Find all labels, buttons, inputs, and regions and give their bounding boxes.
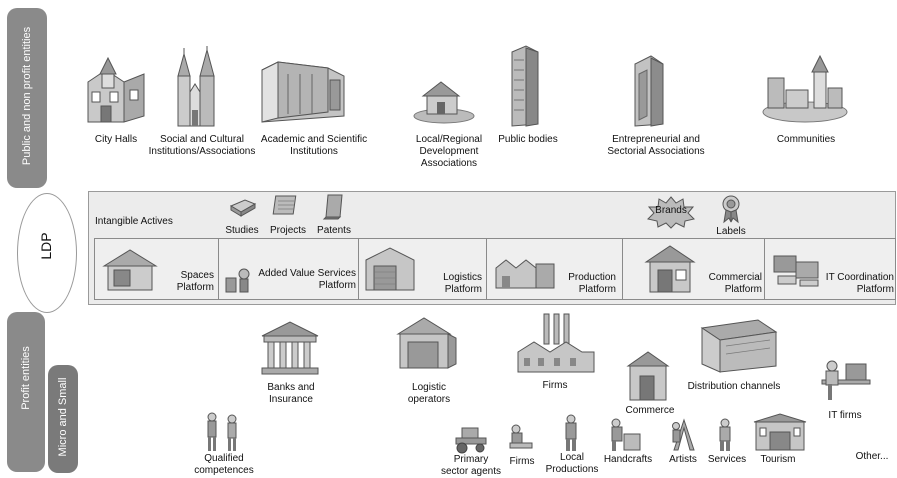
- computers-icon: [773, 255, 819, 287]
- office-tower-icon: [634, 55, 664, 127]
- ldp-oval: [17, 193, 77, 313]
- tractor-icon: [455, 427, 487, 454]
- projects-icon: [272, 195, 297, 215]
- labels-rosette-icon: [722, 195, 740, 224]
- industry-icon: [517, 313, 595, 373]
- platform-label-spaces: Spaces Platform: [176, 270, 214, 293]
- profit-label-commerce: Commerce: [625, 405, 675, 416]
- worker-icon: [509, 424, 533, 449]
- micro-label-local: Local Productions: [545, 452, 599, 475]
- profit-label-banks: Banks and Insurance: [267, 382, 315, 405]
- academic-building-icon: [261, 61, 345, 123]
- city-hall-icon: [87, 56, 145, 123]
- distribution-icon: [700, 319, 778, 373]
- micro-small-side-text: Micro and Small: [57, 377, 69, 457]
- house-icon: [413, 81, 475, 124]
- entity-label-communities: Communities: [776, 134, 836, 145]
- factory-icon: [495, 259, 555, 289]
- bank-icon: [261, 321, 319, 375]
- community-icon: [762, 54, 848, 123]
- warehouse-icon: [365, 247, 415, 291]
- entity-label-social-cultural: Social and Cultural Institutions/Associa…: [148, 134, 256, 157]
- profit-entities-side-label: Profit entities: [7, 312, 45, 472]
- ldp-label: LDP: [38, 232, 54, 260]
- entity-label-city-halls: City Halls: [94, 134, 138, 145]
- micro-label-other: Other...: [855, 451, 889, 462]
- it-worker-icon: [821, 360, 871, 400]
- intangible-actives-title: Intangible Actives: [95, 216, 173, 227]
- service-person-icon: [719, 418, 731, 451]
- workers-icon: [207, 412, 237, 451]
- platform-label-it-coordination: IT Coordination Platform: [825, 272, 894, 295]
- profit-entities-side-text: Profit entities: [20, 346, 32, 410]
- profit-label-firms: Firms: [542, 380, 568, 391]
- public-entities-side-text: Public and non profit entities: [21, 26, 33, 166]
- craftsman-icon: [611, 418, 641, 451]
- profit-label-distribution: Distribution channels: [687, 381, 781, 392]
- public-entities-side-label: Public and non profit entities: [7, 8, 47, 188]
- micro-label-primary: Primary sector agents: [440, 454, 502, 477]
- platform-label-production: Production Platform: [568, 272, 616, 295]
- entity-label-local-regional: Local/Regional Development Associations: [415, 134, 483, 169]
- entity-label-public-bodies: Public bodies: [498, 134, 558, 145]
- services-icon: [225, 268, 250, 293]
- micro-label-firms: Firms: [509, 456, 535, 467]
- shed-icon: [102, 249, 158, 291]
- studies-icon: [229, 199, 257, 217]
- intangible-label-patents: Patents: [317, 225, 351, 236]
- platform-label-logistics: Logistics Platform: [443, 272, 482, 295]
- brands-badge-icon: [647, 196, 695, 229]
- store-icon: [644, 245, 696, 293]
- intangible-label-studies: Studies: [225, 225, 259, 236]
- profit-label-logistic: Logistic operators: [407, 382, 451, 405]
- micro-label-services: Services: [707, 454, 747, 465]
- platform-commercial: [622, 238, 766, 300]
- church-icon: [177, 46, 215, 127]
- platform-label-commercial: Commercial Platform: [708, 272, 762, 295]
- tower-icon: [511, 45, 539, 127]
- micro-label-artists: Artists: [669, 454, 697, 465]
- micro-label-qualified: Qualified competences: [194, 453, 254, 476]
- intangible-label-projects: Projects: [269, 225, 307, 236]
- entity-label-entrepreneurial: Entrepreneurial and Sectorial Associatio…: [607, 134, 705, 157]
- garage-icon: [396, 317, 457, 369]
- producer-icon: [565, 414, 577, 451]
- commerce-icon: [626, 351, 670, 401]
- micro-label-tourism: Tourism: [760, 454, 796, 465]
- platform-production: [486, 238, 624, 300]
- entity-label-academic: Academic and Scientific Institutions: [260, 134, 368, 157]
- artist-icon: [672, 418, 695, 451]
- intangible-label-labels: Labels: [716, 226, 746, 237]
- profit-label-it-firms: IT firms: [828, 410, 862, 421]
- micro-small-side-label: Micro and Small: [48, 365, 78, 473]
- micro-label-handcrafts: Handcrafts: [603, 454, 653, 465]
- platform-label-added-value: Added Value Services Platform: [258, 268, 356, 291]
- patents-icon: [322, 194, 343, 220]
- intangible-label-brands: Brands: [655, 205, 687, 216]
- tourism-building-icon: [753, 413, 807, 451]
